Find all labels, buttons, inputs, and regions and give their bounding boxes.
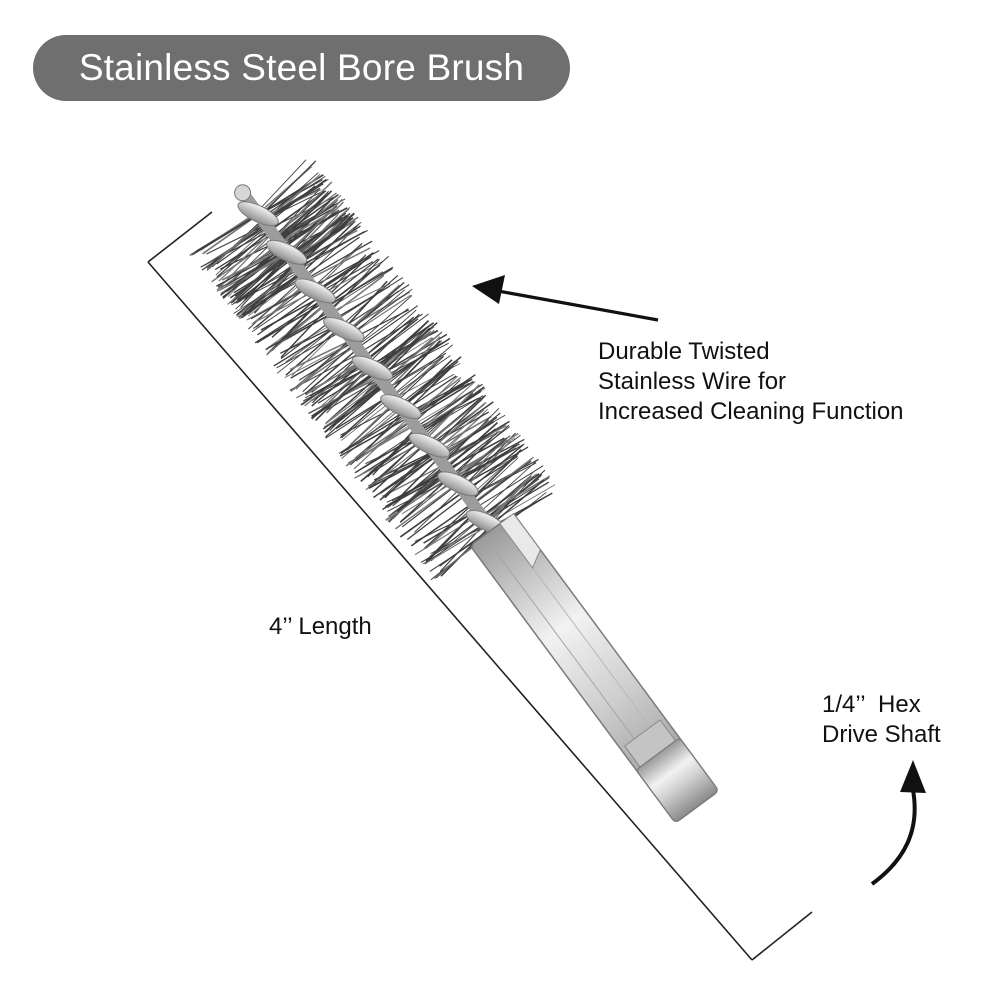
wire-callout-line2: Stainless Wire for (598, 368, 787, 395)
arrow-left-icon (472, 275, 659, 322)
page-title: Stainless Steel Bore Brush (78, 47, 525, 88)
wire-callout-line3: Increased Cleaning Function (598, 398, 904, 425)
brush-bristles (189, 159, 556, 581)
length-bracket (147, 211, 813, 961)
curved-arrow-up-icon (870, 760, 926, 886)
title-banner: Stainless Steel Bore Brush (33, 35, 570, 101)
hex-callout-line1: 1/4’’ Hex (822, 691, 921, 718)
hex-drive-shaft (471, 512, 718, 822)
wire-callout: Durable Twisted Stainless Wire for Incre… (598, 337, 904, 427)
wire-callout-line1: Durable Twisted (598, 338, 770, 365)
hex-callout-line2: Drive Shaft (822, 721, 941, 748)
twisted-wire-core (234, 184, 508, 538)
bore-brush (189, 159, 718, 822)
length-label: 4’’ Length (269, 613, 372, 640)
hex-callout: 1/4’’ Hex Drive Shaft (822, 690, 941, 750)
